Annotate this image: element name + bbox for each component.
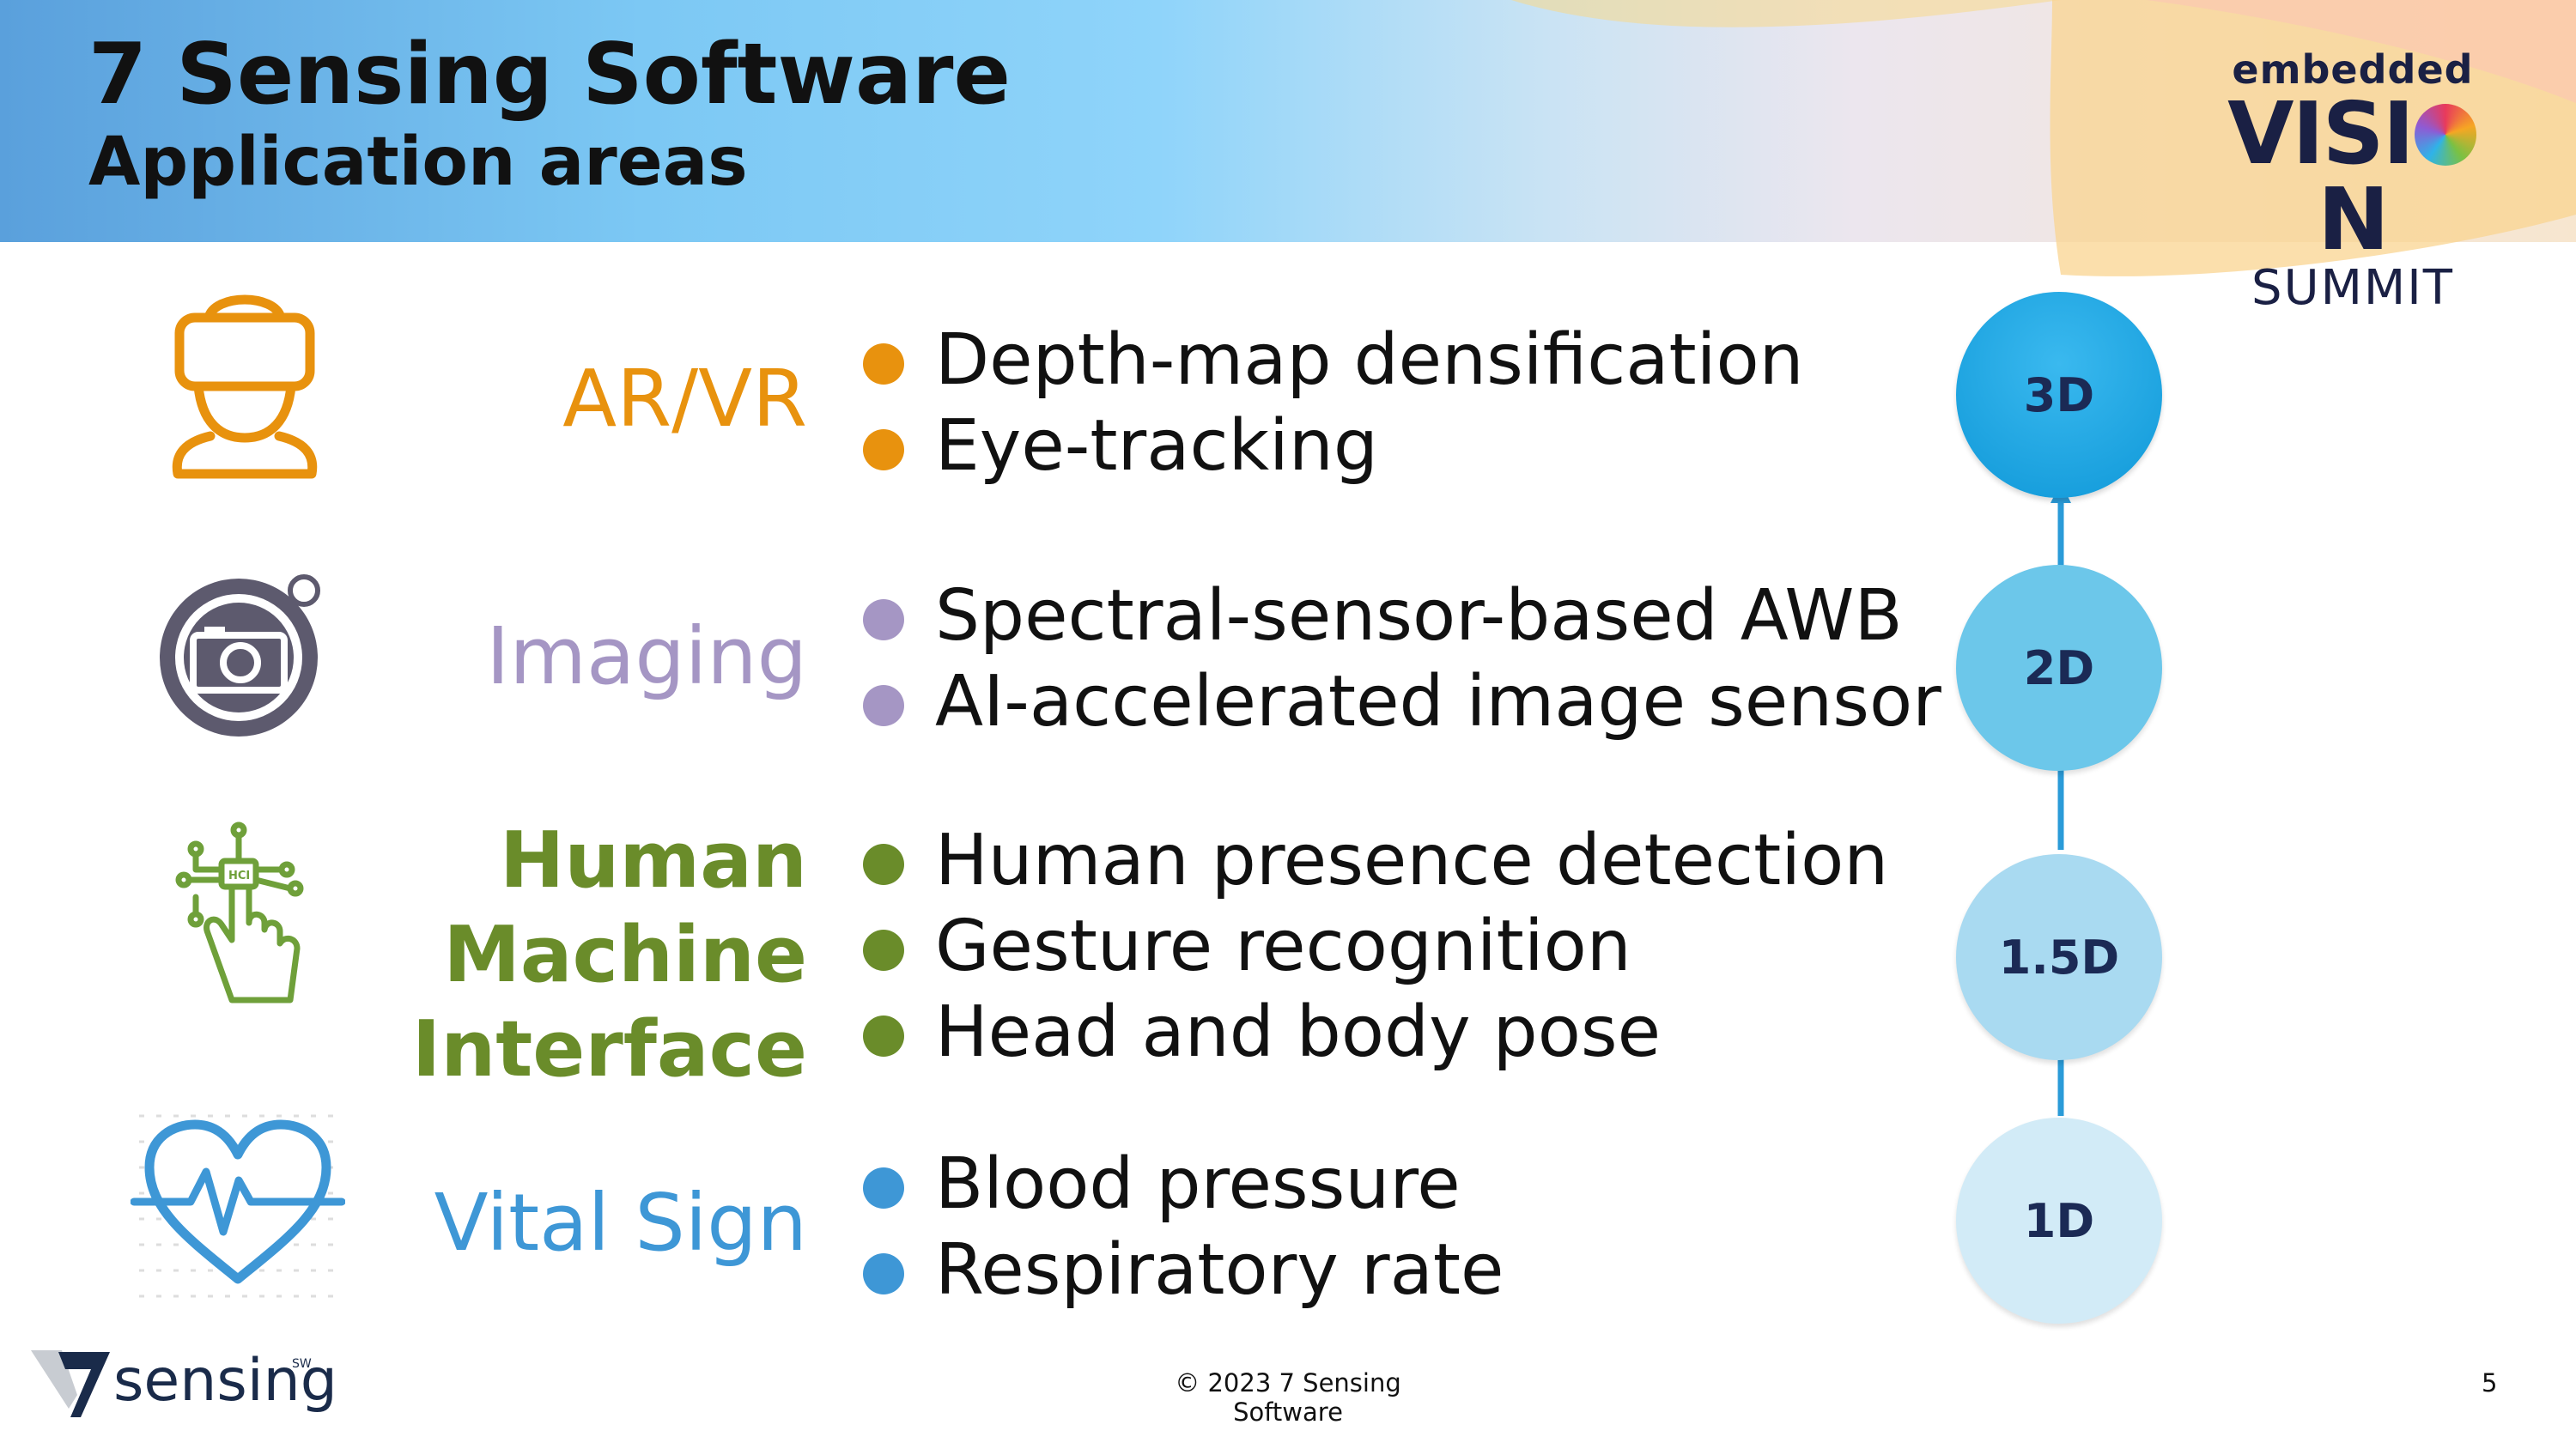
hci-label: HCI [228, 870, 250, 882]
seven-sensing-logo: sensing SW [27, 1335, 337, 1429]
bullet-dot [863, 1253, 904, 1294]
logo-mid-right: N [2318, 169, 2390, 270]
bullet-dot [863, 930, 904, 971]
dimension-2d: 2D [1956, 565, 2162, 771]
logo-mid-left: VISI [2227, 83, 2415, 184]
camera-icon [160, 574, 320, 737]
bullet-dot [863, 599, 904, 640]
copyright: © 2023 7 Sensing Software [1175, 1368, 1401, 1427]
dimension-1d: 1D [1956, 1118, 2162, 1324]
bullet-dot [863, 1016, 904, 1057]
vr-headset-icon [172, 294, 318, 479]
logo-bottom-text: SUMMIT [2251, 260, 2454, 316]
category-hmi-line-1: Human [500, 815, 807, 906]
category-imaging: Imaging [486, 610, 807, 702]
category-hmi-line-2: Machine [443, 909, 807, 1000]
embedded-vision-summit-logo: embedded VISIN SUMMIT [2211, 46, 2494, 312]
category-ar-vr: AR/VR [562, 353, 807, 445]
slide-subtitle: Application areas [88, 124, 748, 201]
heart-pulse-icon [131, 1114, 345, 1298]
hci-hand-icon: HCI [175, 822, 304, 1003]
bullet-dot [863, 1167, 904, 1209]
logo-top-text: embedded [2232, 46, 2474, 93]
dimension-1-5d: 1.5D [1956, 854, 2162, 1060]
seven-sensing-mark-icon [31, 1350, 110, 1417]
category-human-machine-interface: Human Machine Interface [412, 814, 807, 1096]
sensing-brand-superscript: SW [292, 1357, 312, 1371]
dimension-3d: 3D [1956, 292, 2162, 498]
logo-o-icon [2414, 103, 2476, 166]
bullet-dot [863, 343, 904, 385]
category-vital-sign: Vital Sign [434, 1177, 807, 1269]
bullet-dot [863, 685, 904, 726]
bullet-dot [863, 429, 904, 470]
slide-title: 7 Sensing Software [88, 26, 1011, 124]
header-decoration [1511, 0, 2576, 276]
sensing-brand-text: sensing [113, 1347, 337, 1415]
page-number: 5 [2482, 1368, 2498, 1397]
logo-mid-text: VISIN [2211, 91, 2494, 263]
bullet-dot [863, 844, 904, 885]
category-hmi-line-3: Interface [411, 1003, 807, 1094]
